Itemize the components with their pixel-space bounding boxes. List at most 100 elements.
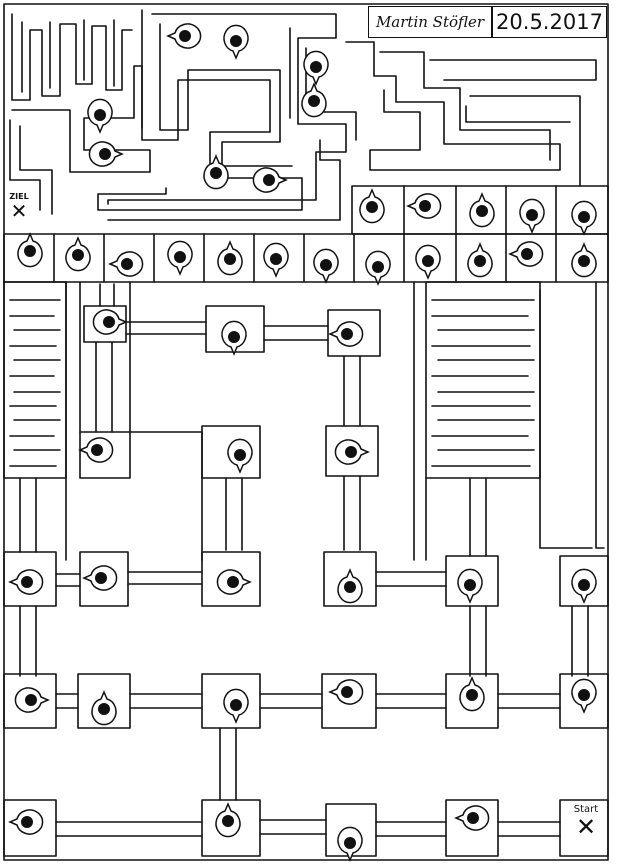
arrow-disc-icon (65, 236, 91, 272)
token-dot (270, 253, 282, 265)
cross-icon: ✕ (575, 813, 597, 841)
token-dot (466, 689, 478, 701)
token-dot (341, 686, 353, 698)
arrow-disc-icon (78, 437, 114, 463)
token-dot (341, 328, 353, 340)
arrow-disc-icon (313, 248, 339, 284)
tile-divider (403, 185, 557, 235)
room (445, 673, 499, 729)
token-dot (578, 255, 590, 267)
arrow-disc-icon (17, 232, 43, 268)
token-dot (464, 579, 476, 591)
ladder-block (425, 281, 541, 479)
arrow-disc-icon (469, 192, 495, 228)
arrow-disc-icon (252, 167, 288, 193)
corridor-wall (219, 727, 237, 801)
corridor-wall (539, 281, 605, 549)
signature: Martin Stöfler (368, 6, 492, 38)
token-dot (228, 331, 240, 343)
arrow-disc-icon (328, 679, 364, 705)
corridor-wall (11, 65, 151, 173)
token-dot (98, 703, 110, 715)
token-dot (222, 815, 234, 827)
arrow-disc-icon (571, 568, 597, 604)
arrow-disc-icon (87, 98, 113, 134)
arrow-disc-icon (92, 309, 128, 335)
arrow-disc-icon (82, 565, 118, 591)
arrow-disc-icon (415, 244, 441, 280)
corridor-wall (465, 95, 581, 187)
token-dot (578, 689, 590, 701)
arrow-disc-icon (337, 826, 363, 862)
arrow-disc-icon (467, 242, 493, 278)
start-label: Start (573, 804, 599, 815)
token-dot (234, 449, 246, 461)
arrow-disc-icon (519, 198, 545, 234)
token-dot (344, 581, 356, 593)
corridor-wall (55, 571, 447, 587)
room (445, 555, 499, 607)
room (559, 555, 609, 607)
room (201, 673, 261, 729)
token-dot (320, 259, 332, 271)
corridor-wall (11, 13, 133, 101)
arrow-disc-icon (406, 193, 442, 219)
token-dot (230, 699, 242, 711)
token-dot (521, 248, 533, 260)
corridor-wall (21, 19, 115, 93)
arrow-disc-icon (203, 154, 229, 190)
corridor-wall (159, 23, 293, 167)
tile-strip (3, 233, 609, 283)
token-dot (474, 255, 486, 267)
arrow-disc-icon (365, 250, 391, 286)
goal-marker: ZIEL ✕ (6, 192, 32, 221)
token-dot (103, 316, 115, 328)
corridor-wall (107, 13, 347, 205)
room (83, 305, 127, 343)
arrow-disc-icon (221, 320, 247, 356)
arrow-disc-icon (223, 688, 249, 724)
token-dot (526, 209, 538, 221)
token-dot (91, 444, 103, 456)
token-dot (345, 446, 357, 458)
corridor-wall (125, 321, 329, 341)
corridor-wall (9, 119, 53, 215)
arrow-disc-icon (459, 676, 485, 712)
arrow-disc-icon (227, 438, 253, 474)
puzzle-date: 20.5.2017 (492, 6, 607, 38)
room (201, 551, 261, 607)
token-dot (467, 812, 479, 824)
arrow-disc-icon (217, 240, 243, 276)
arrow-disc-icon (263, 242, 289, 278)
token-dot (310, 61, 322, 73)
token-dot (578, 579, 590, 591)
arrow-disc-icon (215, 802, 241, 838)
room (321, 673, 377, 729)
arrow-disc-icon (301, 82, 327, 118)
ladder-rungs (9, 299, 61, 467)
token-dot (179, 30, 191, 42)
arrow-disc-icon (8, 809, 44, 835)
arrow-disc-icon (571, 242, 597, 278)
token-dot (94, 109, 106, 121)
room (79, 551, 129, 607)
arrow-disc-icon (8, 569, 44, 595)
ladder-block (3, 281, 67, 479)
token-dot (95, 572, 107, 584)
arrow-disc-icon (334, 439, 370, 465)
token-dot (372, 261, 384, 273)
token-dot (24, 245, 36, 257)
room (3, 799, 57, 857)
token-dot (121, 258, 133, 270)
arrow-disc-icon (571, 200, 597, 236)
token-dot (210, 167, 222, 179)
token-dot (21, 816, 33, 828)
arrow-disc-icon (108, 251, 144, 277)
room (559, 673, 609, 729)
token-dot (72, 249, 84, 261)
arrow-disc-icon (216, 569, 252, 595)
room (327, 309, 381, 357)
arrow-disc-icon (166, 23, 202, 49)
corridor-wall (95, 341, 361, 433)
corridor-wall (107, 139, 341, 221)
